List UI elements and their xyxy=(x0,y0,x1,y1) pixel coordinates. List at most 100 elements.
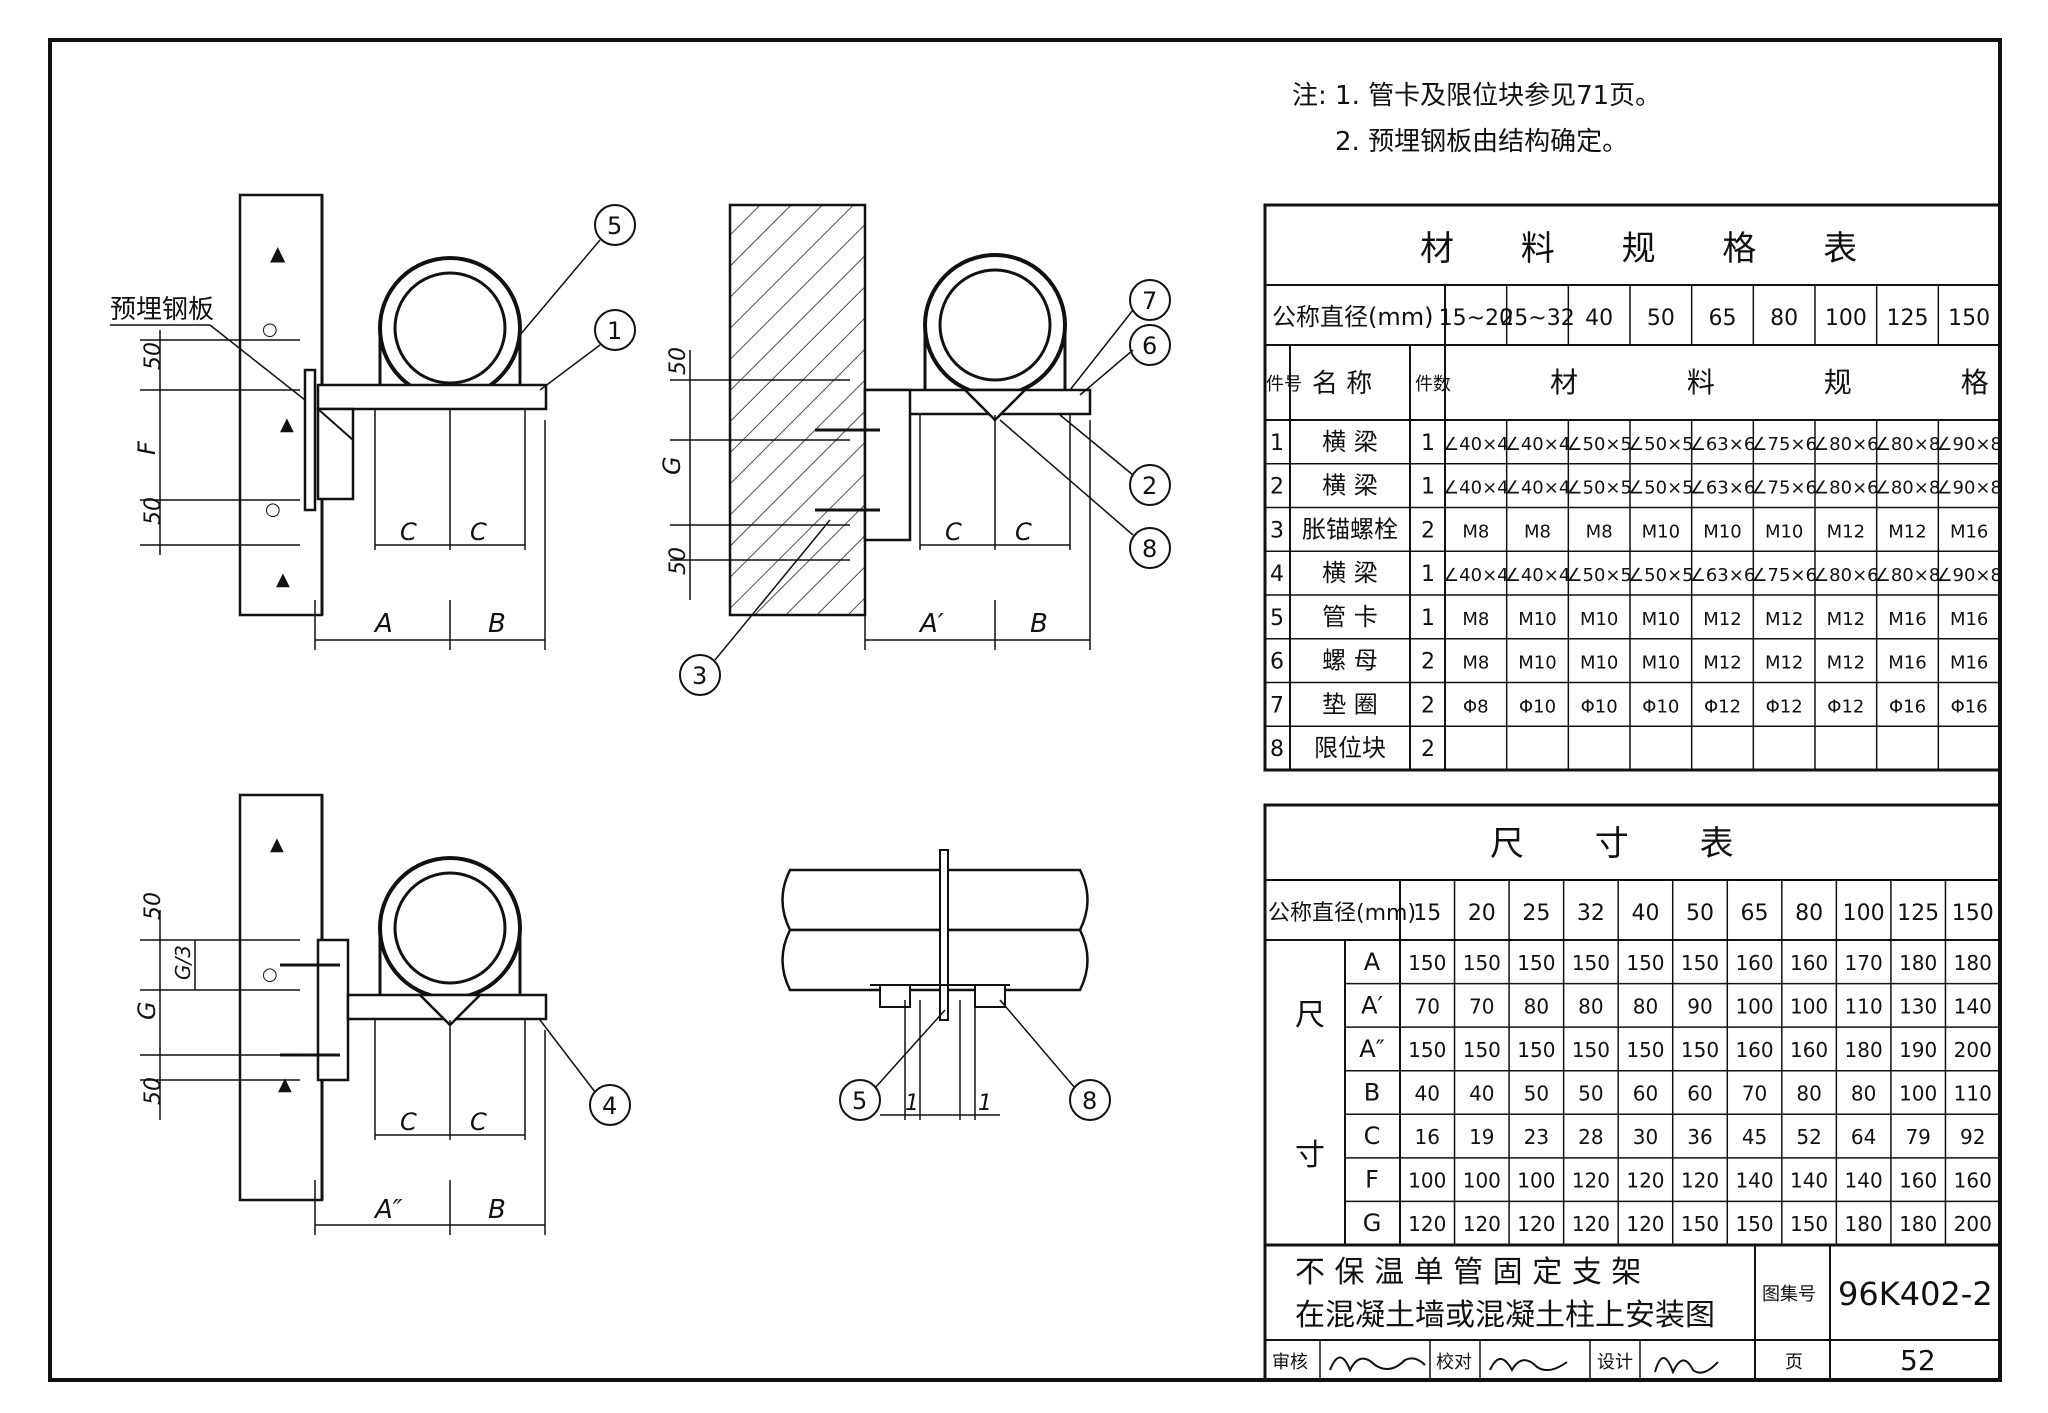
dimension-cell: 150 xyxy=(1463,951,1501,975)
limit-block xyxy=(961,388,1029,422)
dimension-cell: 100 xyxy=(1735,994,1773,1018)
nominal-diameter-header: 125 xyxy=(1897,901,1939,926)
dimension-cell: 80 xyxy=(1796,1082,1821,1106)
material-spec-header: 材 料 规 格 xyxy=(1550,366,2039,399)
svg-text:5: 5 xyxy=(607,212,622,240)
spec-cell: ∠75×6 xyxy=(1751,565,1817,586)
svg-text:3: 3 xyxy=(692,662,707,690)
spec-cell: ∠50×5 xyxy=(1566,478,1632,499)
spec-cell: ∠40×4 xyxy=(1443,478,1509,499)
dimension-cell: 50 xyxy=(1524,1082,1549,1106)
part-name: 横 梁 xyxy=(1322,472,1378,500)
part-name: 管 卡 xyxy=(1322,603,1378,631)
dimension-cell: 19 xyxy=(1469,1125,1494,1149)
dimension-cell: 30 xyxy=(1633,1125,1658,1149)
svg-text:▲: ▲ xyxy=(280,414,294,435)
spec-cell: M8 xyxy=(1462,609,1489,630)
dim-C-2: C xyxy=(470,518,487,546)
page-no: 52 xyxy=(1900,1344,1936,1377)
design-signature xyxy=(1654,1357,1719,1375)
part-quantity: 1 xyxy=(1421,606,1435,631)
part-number: 2 xyxy=(1270,475,1284,500)
dim-50-bottom: 50 xyxy=(666,547,691,575)
dim-C-1: C xyxy=(400,518,417,546)
callout-8 xyxy=(1069,1079,1111,1121)
part-quantity: 2 xyxy=(1421,693,1435,718)
svg-text:○: ○ xyxy=(265,499,281,520)
dimension-key: A′ xyxy=(1361,991,1383,1019)
atlas-no-label: 图集号 xyxy=(1762,1284,1816,1305)
spec-cell: M12 xyxy=(1827,521,1865,542)
title-block: 不 保 温 单 管 固 定 支 架 在混凝土墙或混凝土柱上安装图 图集号 96K… xyxy=(1263,1243,2002,1382)
dimension-cell: 80 xyxy=(1851,1082,1876,1106)
dimension-cell: 90 xyxy=(1687,994,1712,1018)
dimension-cell: 150 xyxy=(1517,1038,1555,1062)
dimension-cell: 140 xyxy=(1954,994,1992,1018)
limit-block xyxy=(416,993,484,1027)
dimension-cell: 150 xyxy=(1408,1038,1446,1062)
spec-cell: M16 xyxy=(1888,653,1926,674)
dim-50-top: 50 xyxy=(141,892,166,920)
dimension-cell: 160 xyxy=(1899,1169,1937,1193)
dim-B: B xyxy=(1030,609,1048,639)
nominal-diameter-header: 50 xyxy=(1647,306,1675,331)
dim-C-1: C xyxy=(400,1108,417,1136)
spec-cell: ∠80×8 xyxy=(1875,478,1941,499)
dimension-cell: 79 xyxy=(1905,1125,1930,1149)
dim-50-top: 50 xyxy=(141,342,166,370)
part-quantity: 2 xyxy=(1421,518,1435,543)
dimension-cell: 45 xyxy=(1742,1125,1767,1149)
spec-cell: ∠80×6 xyxy=(1813,434,1879,455)
dimension-cell: 80 xyxy=(1633,994,1658,1018)
spec-cell: M8 xyxy=(1462,653,1489,674)
part-number: 1 xyxy=(1270,431,1284,456)
view-wall-embedded-plate: ▲ ○ ▲ ○ ▲ 50 F 50 C C A B xyxy=(110,193,636,650)
clamp-elevation xyxy=(939,849,949,1021)
pipe-section xyxy=(378,856,522,1000)
nominal-diameter-header: 150 xyxy=(1952,901,1994,926)
dim-50-top: 50 xyxy=(666,347,691,375)
spec-cell: Φ8 xyxy=(1463,696,1489,717)
spec-cell: Φ10 xyxy=(1642,696,1679,717)
part-name: 横 梁 xyxy=(1322,428,1378,456)
dimension-cell: 150 xyxy=(1626,951,1664,975)
dimension-cell: 110 xyxy=(1845,994,1883,1018)
nominal-diameter-header: 40 xyxy=(1631,901,1659,926)
view-side-elevation: 1 1 5 8 xyxy=(781,849,1111,1121)
dimension-nominal-label: 公称直径(mm) xyxy=(1268,901,1416,926)
pipe-section xyxy=(923,253,1067,397)
spec-cell: ∠90×8 xyxy=(1936,478,2002,499)
dim-B: B xyxy=(488,609,506,639)
svg-text:1: 1 xyxy=(607,317,622,345)
part-name: 螺 母 xyxy=(1322,647,1378,675)
spec-cell: M12 xyxy=(1827,653,1865,674)
dimension-cell: 52 xyxy=(1796,1125,1821,1149)
view-wall-expansion-bolt: 50 G 50 C C A′ B 7 6 2 8 3 xyxy=(658,203,1171,696)
col-name-header: 名 称 xyxy=(1312,369,1372,399)
callout-3 xyxy=(679,654,721,696)
nominal-diameter-header: 32 xyxy=(1577,901,1605,926)
spec-cell: ∠90×8 xyxy=(1936,434,2002,455)
dimension-cell: 150 xyxy=(1735,1212,1773,1236)
spec-cell: ∠75×6 xyxy=(1751,434,1817,455)
svg-text:▲: ▲ xyxy=(278,1074,292,1095)
dimension-cell: 110 xyxy=(1954,1082,1992,1106)
dimension-cell: 100 xyxy=(1790,994,1828,1018)
design-label: 设计 xyxy=(1597,1352,1633,1373)
spec-cell: ∠50×5 xyxy=(1628,434,1694,455)
material-spec-table: 材 料 规 格 表 公称直径(mm) 材 料 规 格 件号 名 称 件数 15~… xyxy=(1263,203,2039,772)
dim-C-2: C xyxy=(1015,518,1032,546)
callout-4 xyxy=(589,1084,631,1126)
svg-text:▲: ▲ xyxy=(276,569,290,590)
dimension-cell: 70 xyxy=(1469,994,1494,1018)
part-name: 垫 圈 xyxy=(1322,690,1378,718)
spec-cell: M10 xyxy=(1518,609,1556,630)
dim-C-2: C xyxy=(470,1108,487,1136)
svg-text:○: ○ xyxy=(262,964,278,985)
spec-cell: Φ10 xyxy=(1519,696,1556,717)
dim-50-bottom: 50 xyxy=(141,497,166,525)
dimension-cell: 140 xyxy=(1735,1169,1773,1193)
dimension-cell: 120 xyxy=(1572,1212,1610,1236)
dimension-table-title: 尺 寸 表 xyxy=(1490,824,1764,864)
